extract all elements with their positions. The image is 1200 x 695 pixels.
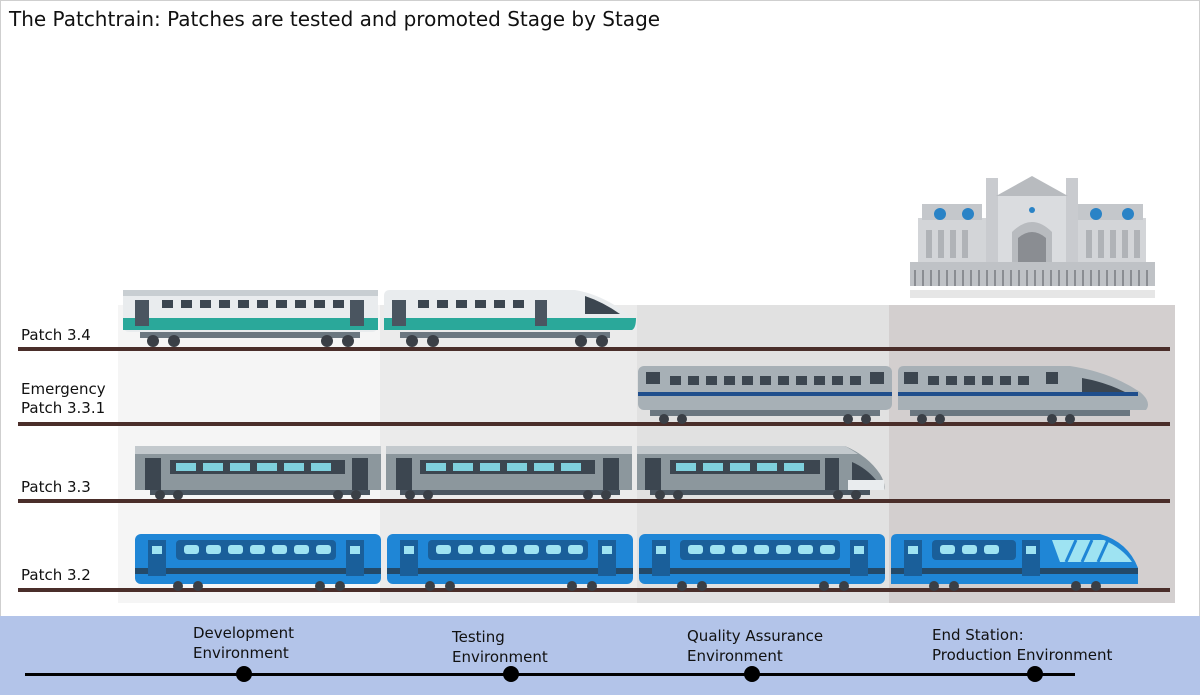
train-patch-3-2 <box>135 534 1138 591</box>
track-emergency-patch <box>18 422 1170 426</box>
stage-dot-production <box>1027 666 1043 682</box>
stage-dot-testing <box>503 666 519 682</box>
station-icon <box>910 176 1155 298</box>
track-patch-3-4 <box>18 347 1170 351</box>
timeline-line <box>25 673 1075 676</box>
stage-label-development: Development Environment <box>193 624 294 662</box>
train-patch-3-4 <box>123 290 637 347</box>
train-patch-3-3 <box>135 446 885 500</box>
stage-dot-development <box>236 666 252 682</box>
trains-illustration <box>18 176 1170 592</box>
track-label-emergency-patch: Emergency Patch 3.3.1 <box>21 380 106 417</box>
stage-dot-quality-assurance <box>744 666 760 682</box>
track-label-patch-3-4: Patch 3.4 <box>21 326 91 344</box>
track-patch-3-3 <box>18 499 1170 503</box>
track-label-patch-3-3: Patch 3.3 <box>21 478 91 496</box>
stage-timeline-band <box>0 616 1200 695</box>
track-label-patch-3-2: Patch 3.2 <box>21 566 91 584</box>
stage-label-production: End Station: Production Environment <box>932 626 1113 664</box>
diagram-title: The Patchtrain: Patches are tested and p… <box>9 7 661 31</box>
stage-label-testing: Testing Environment <box>452 628 548 666</box>
train-emergency-patch <box>638 366 1148 424</box>
stage-label-quality-assurance: Quality Assurance Environment <box>687 627 824 665</box>
